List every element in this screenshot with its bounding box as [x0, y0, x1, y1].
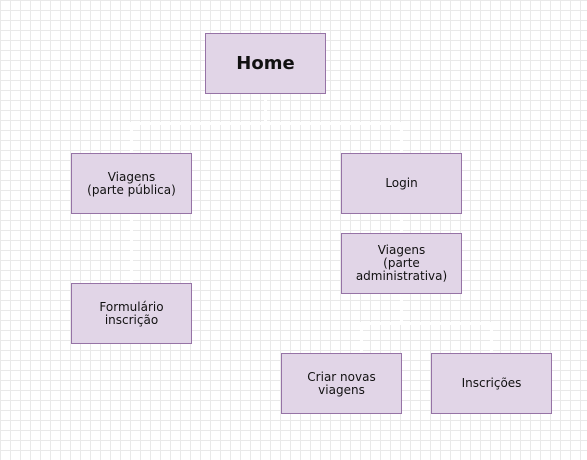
- node-viagens-parte-administrativa[interactable]: Viagens (parte administrativa): [341, 233, 462, 294]
- node-home[interactable]: Home: [205, 33, 326, 94]
- edge-viagens-admin-inscricoes: [400, 294, 493, 353]
- node-inscricoes[interactable]: Inscrições: [431, 353, 552, 414]
- node-criar-novas-viagens[interactable]: Criar novas viagens: [281, 353, 402, 414]
- node-formulario-inscricao[interactable]: Formulário inscrição: [71, 283, 192, 344]
- node-login[interactable]: Login: [341, 153, 462, 214]
- node-viagens-parte-publica[interactable]: Viagens (parte pública): [71, 153, 192, 214]
- edge-viagens-admin-criar: [360, 294, 403, 353]
- edge-home-login: [264, 94, 403, 153]
- edge-home-viagens-publica: [130, 94, 267, 153]
